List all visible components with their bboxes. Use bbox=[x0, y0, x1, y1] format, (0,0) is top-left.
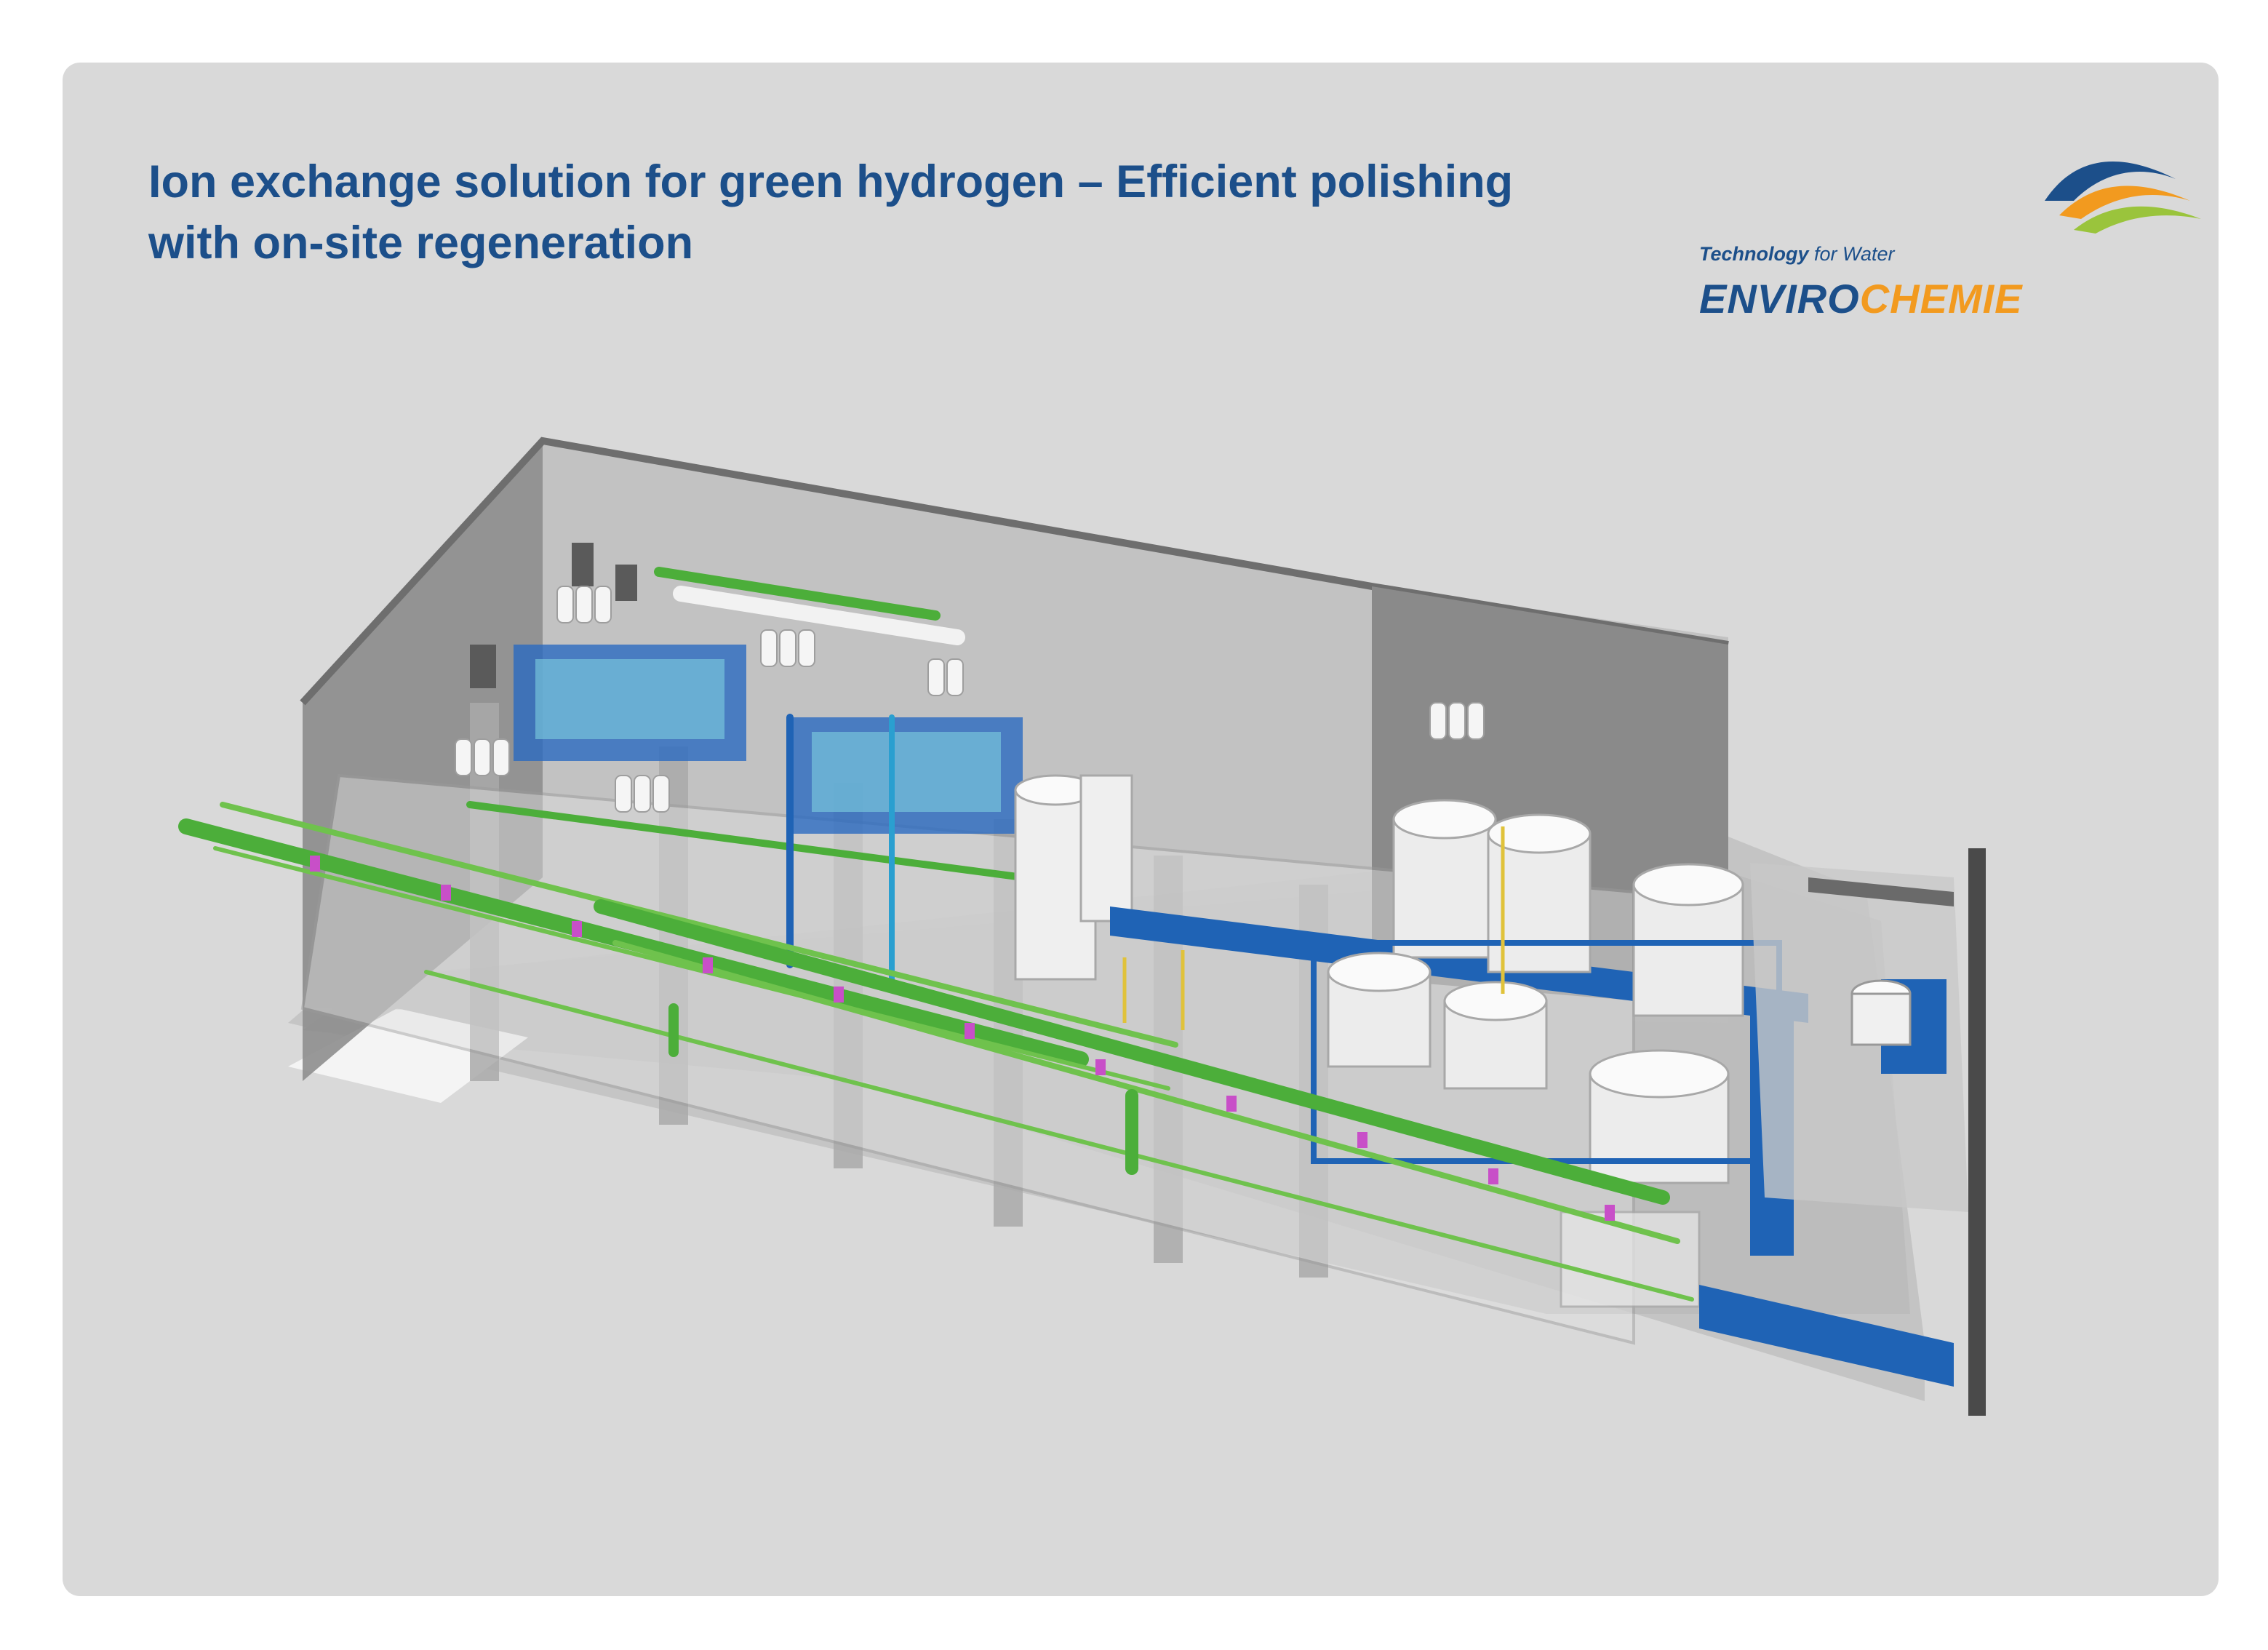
annex-slab bbox=[288, 1008, 528, 1103]
pipe-flanges bbox=[310, 856, 1615, 1221]
large-tanks bbox=[1327, 799, 1744, 1308]
logo-wordmark: ENVIROCHEMIE bbox=[1699, 276, 2023, 322]
ion-exchange-skid-1 bbox=[514, 645, 746, 761]
water-wave-logo-icon bbox=[2045, 162, 2201, 234]
blue-foot-duct bbox=[1699, 1285, 1954, 1387]
windows bbox=[470, 543, 637, 688]
right-annex bbox=[1750, 848, 1986, 1416]
page-title-line-1: Ion exchange solution for green hydrogen… bbox=[148, 156, 1514, 207]
pipe-rack-icon bbox=[178, 802, 1694, 1302]
envirochemie-logo: Technology for Water ENVIROCHEMIE bbox=[1699, 150, 2208, 332]
upper-pipes bbox=[466, 567, 1026, 982]
plant-3d-model bbox=[178, 437, 1986, 1416]
page-title-line-2: with on-site regeneration bbox=[148, 218, 694, 268]
page-card: Ion exchange solution for green hydrogen… bbox=[63, 63, 2219, 1596]
storage-tank-icon bbox=[1014, 774, 1133, 981]
logo-tagline: Technology for Water bbox=[1699, 243, 1895, 265]
filter-cartridges bbox=[455, 586, 1485, 813]
ion-exchange-skid-2 bbox=[790, 717, 1023, 834]
page-title: Ion exchange solution for green hydrogen… bbox=[148, 151, 1749, 274]
